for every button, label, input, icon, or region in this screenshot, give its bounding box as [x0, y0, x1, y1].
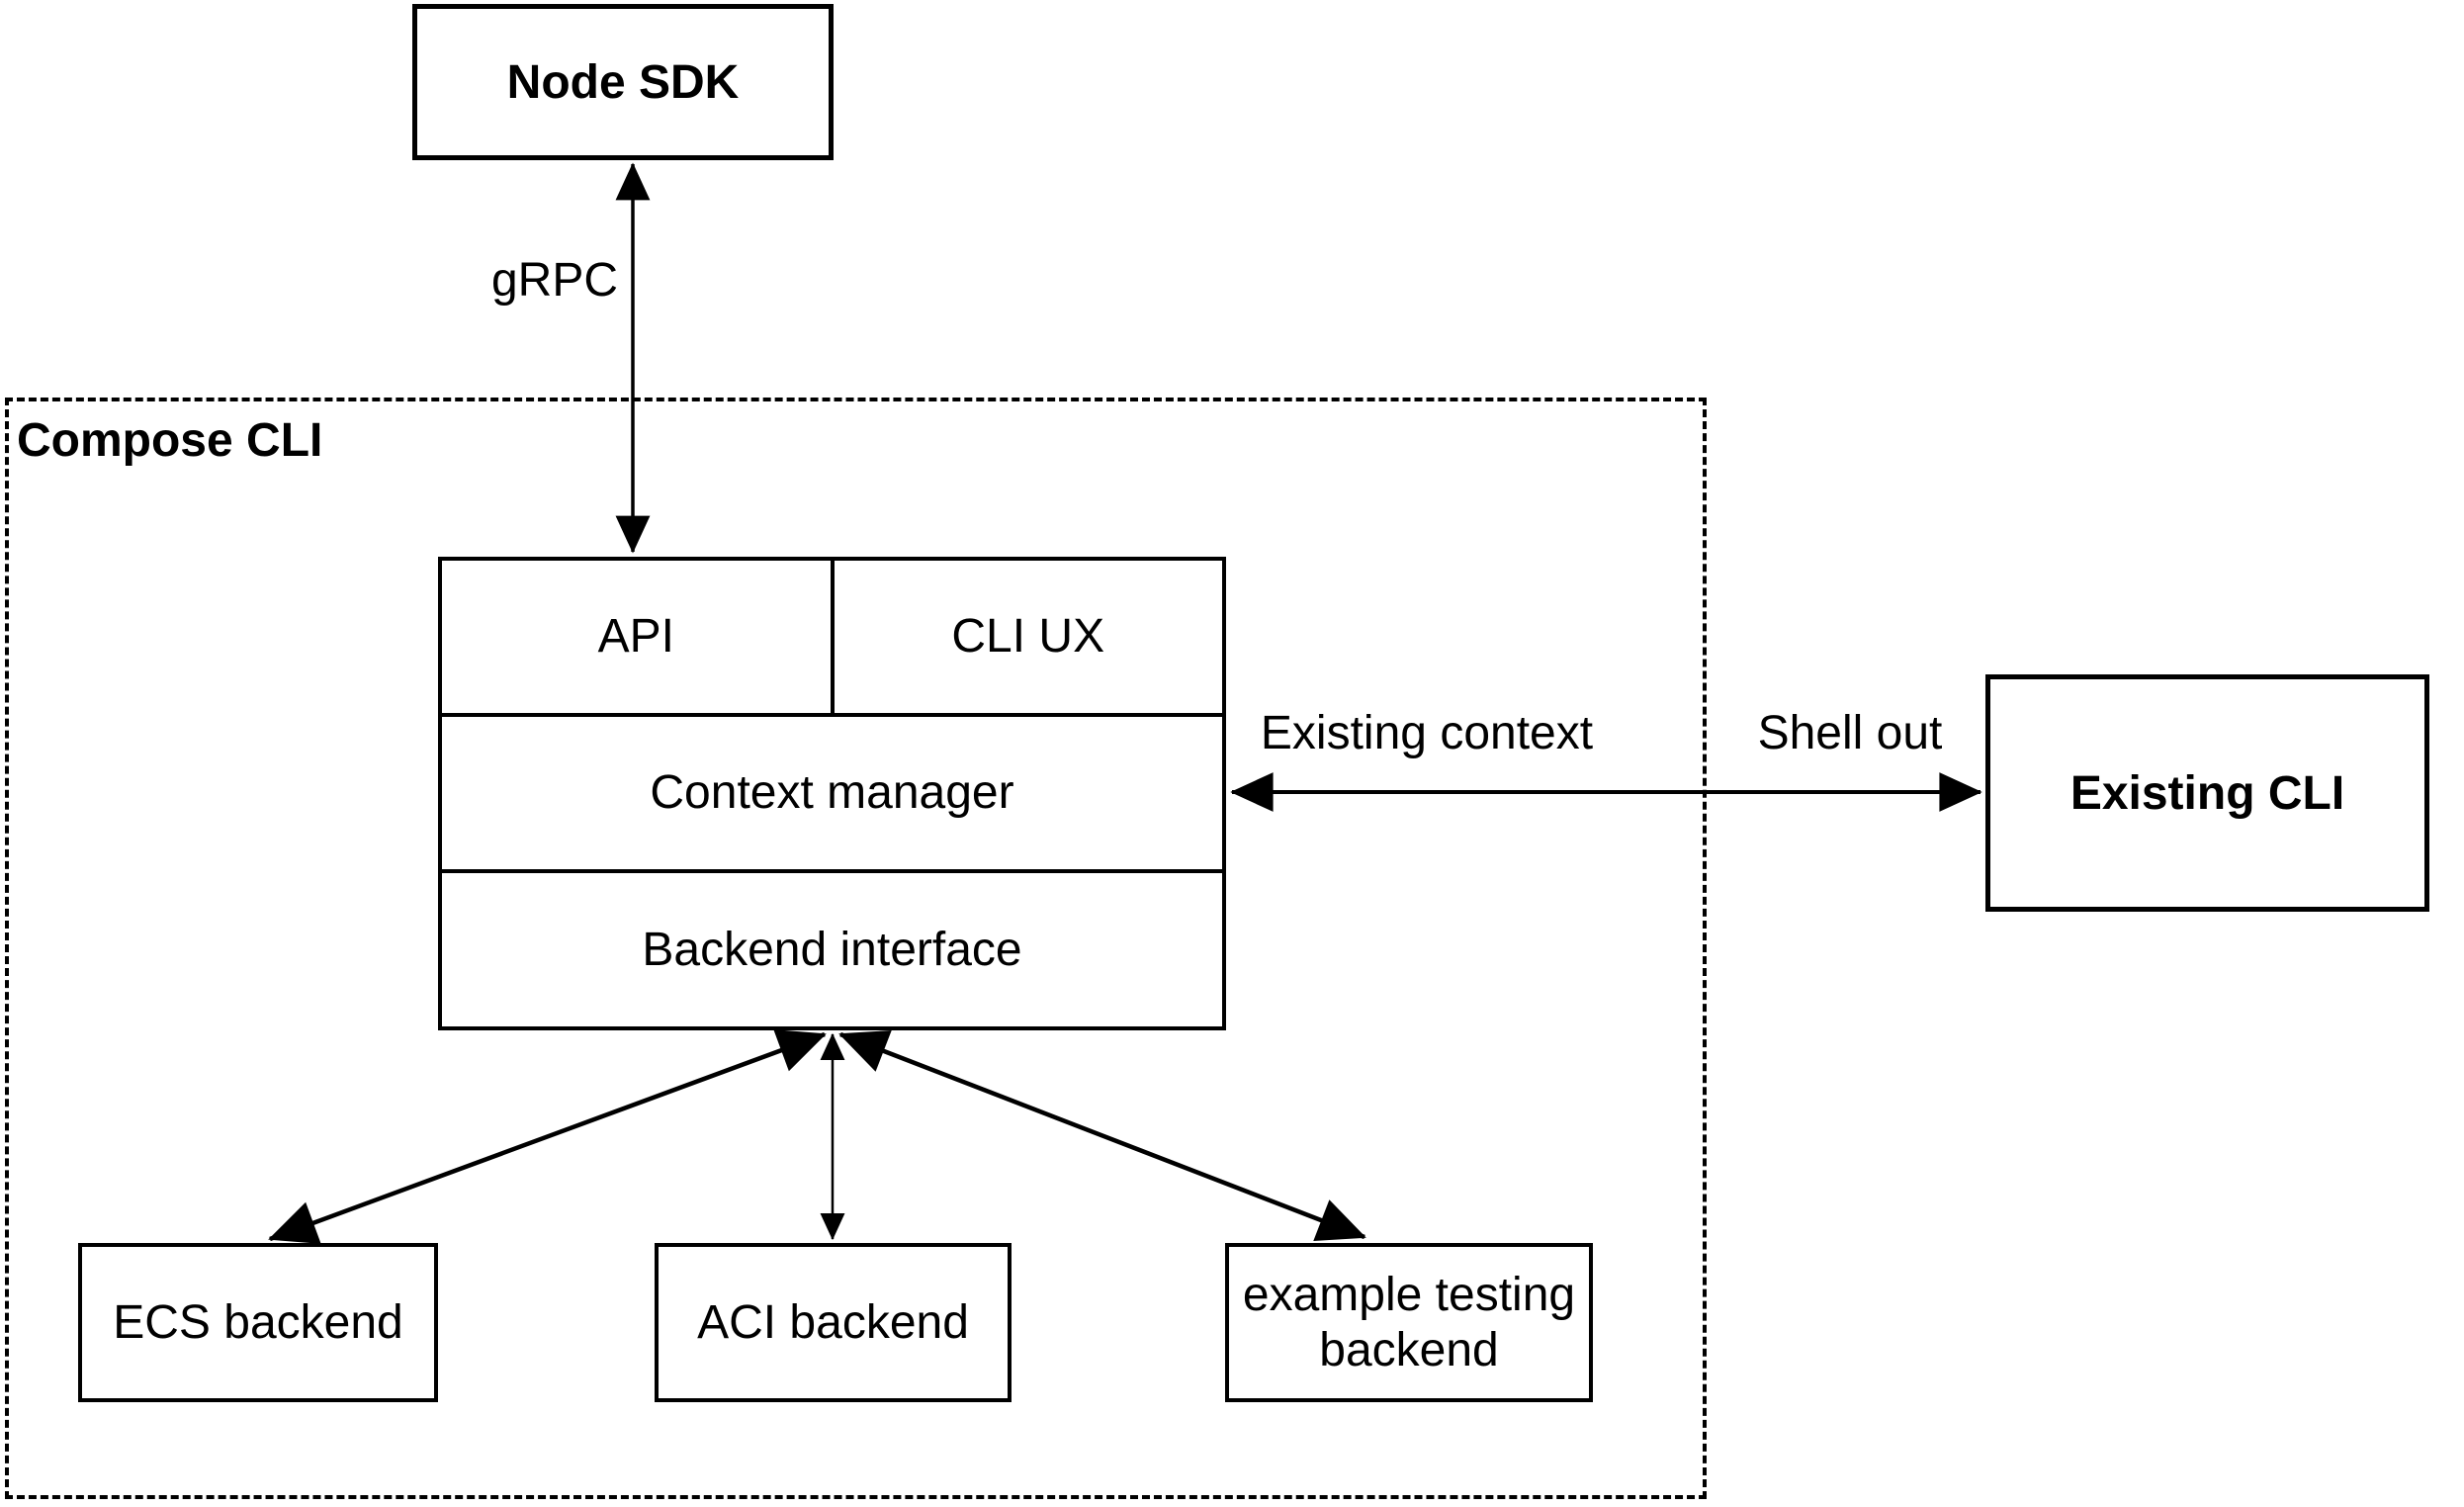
ecs-backend-box: ECS backend	[78, 1243, 438, 1402]
aci-backend-label: ACI backend	[697, 1295, 969, 1349]
cli-ux-label: CLI UX	[951, 610, 1105, 664]
ecs-backend-label: ECS backend	[113, 1295, 403, 1349]
node-sdk-box: Node SDK	[412, 4, 834, 160]
compose-stack-box: API CLI UX Context manager Backend inter…	[438, 557, 1226, 1030]
context-manager-label: Context manager	[650, 766, 1014, 820]
grpc-edge-label: gRPC	[490, 254, 618, 307]
shell-out-edge-label: Shell out	[1757, 707, 1943, 759]
api-label: API	[597, 610, 674, 664]
stack-top-row: API CLI UX	[442, 561, 1222, 717]
backend-interface-label: Backend interface	[642, 923, 1022, 976]
node-sdk-label: Node SDK	[506, 55, 740, 109]
context-manager-cell: Context manager	[442, 717, 1222, 873]
cli-ux-cell: CLI UX	[835, 561, 1223, 713]
compose-cli-group-label: Compose CLI	[17, 414, 323, 467]
api-cell: API	[442, 561, 835, 713]
example-testing-backend-box: example testing backend	[1225, 1243, 1593, 1402]
existing-cli-label: Existing CLI	[2069, 766, 2345, 820]
aci-backend-box: ACI backend	[655, 1243, 1012, 1402]
backend-interface-cell: Backend interface	[442, 873, 1222, 1026]
compose-cli-group-box: Compose CLI	[5, 398, 1707, 1499]
existing-context-edge-label: Existing context	[1260, 707, 1594, 759]
existing-cli-box: Existing CLI	[1985, 674, 2429, 912]
example-testing-backend-label: example testing backend	[1242, 1269, 1576, 1376]
